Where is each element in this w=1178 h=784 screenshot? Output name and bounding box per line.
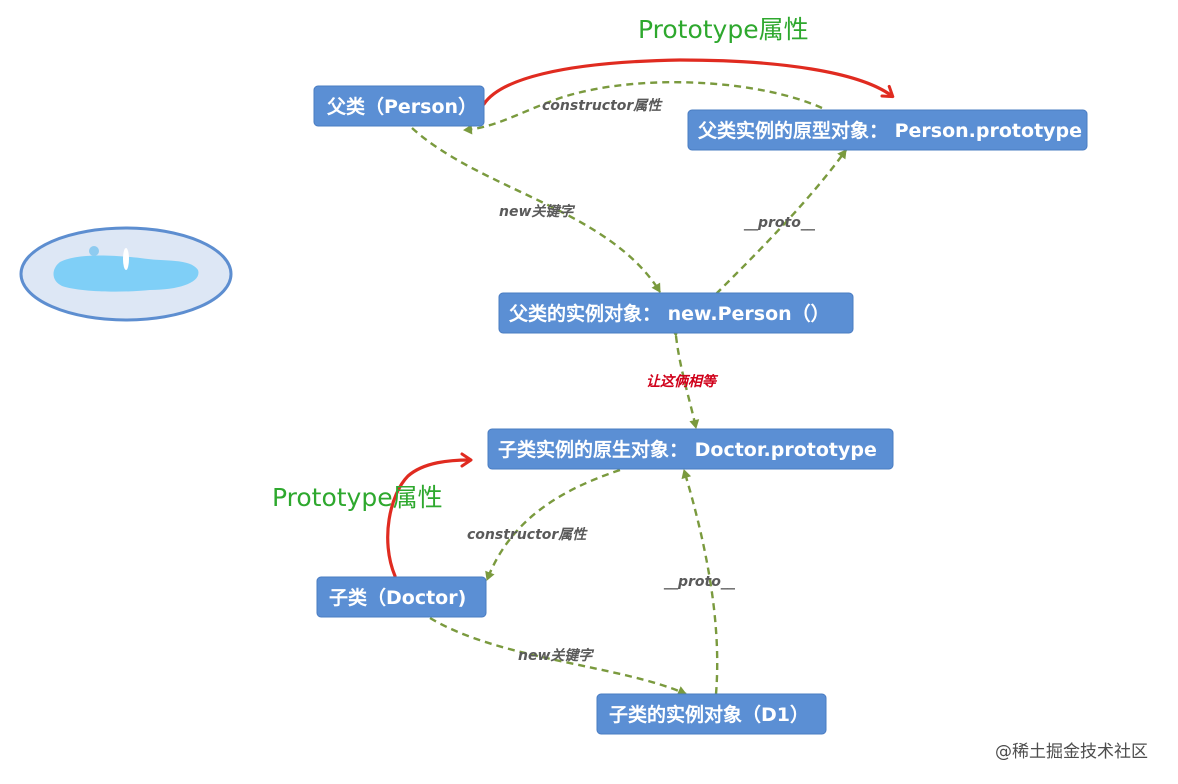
edge-bottom-constructor: [485, 468, 621, 581]
node-parent-class: 父类（Person）: [313, 85, 485, 127]
node-parent-instance-label: 父类的实例对象： new.Person（）: [508, 302, 830, 325]
node-child-prototype: 子类实例的原生对象： Doctor.prototype: [487, 428, 894, 470]
label-bottom-new: new关键字: [518, 647, 594, 664]
edge-bottom-new: [429, 616, 687, 696]
node-child-class: 子类（Doctor): [316, 576, 487, 618]
label-top-proto: __proto__: [743, 215, 816, 231]
label-bottom-proto: __proto__: [663, 574, 736, 590]
edge-bottom-proto: [681, 469, 719, 695]
label-top-prototype: Prototype属性: [638, 15, 809, 44]
edge-top-new: [411, 127, 662, 293]
node-parent-instance: 父类的实例对象： new.Person（）: [498, 292, 854, 334]
node-parent-prototype: 父类实例的原型对象： Person.prototype: [687, 109, 1088, 151]
edge-bottom-prototype: [386, 452, 473, 578]
redacted-blob: [19, 226, 233, 322]
edge-top-prototype: [482, 58, 895, 106]
node-parent-class-label: 父类（Person）: [326, 95, 477, 118]
node-child-instance-label: 子类的实例对象（D1）: [609, 703, 809, 726]
node-parent-prototype-label: 父类实例的原型对象： Person.prototype: [697, 119, 1082, 142]
label-bottom-constructor: constructor属性: [467, 526, 588, 543]
label-top-new: new关键字: [499, 203, 575, 220]
edge-top-proto: [715, 149, 847, 295]
node-child-class-label: 子类（Doctor): [329, 586, 466, 609]
label-top-constructor: constructor属性: [542, 97, 663, 114]
watermark: @稀土掘金技术社区: [995, 742, 1148, 762]
edge-equal: [670, 327, 700, 429]
label-equal: 让这俩相等: [646, 373, 719, 390]
label-bottom-prototype: Prototype属性: [272, 483, 443, 512]
node-child-instance: 子类的实例对象（D1）: [596, 693, 827, 735]
node-child-prototype-label: 子类实例的原生对象： Doctor.prototype: [498, 438, 877, 461]
